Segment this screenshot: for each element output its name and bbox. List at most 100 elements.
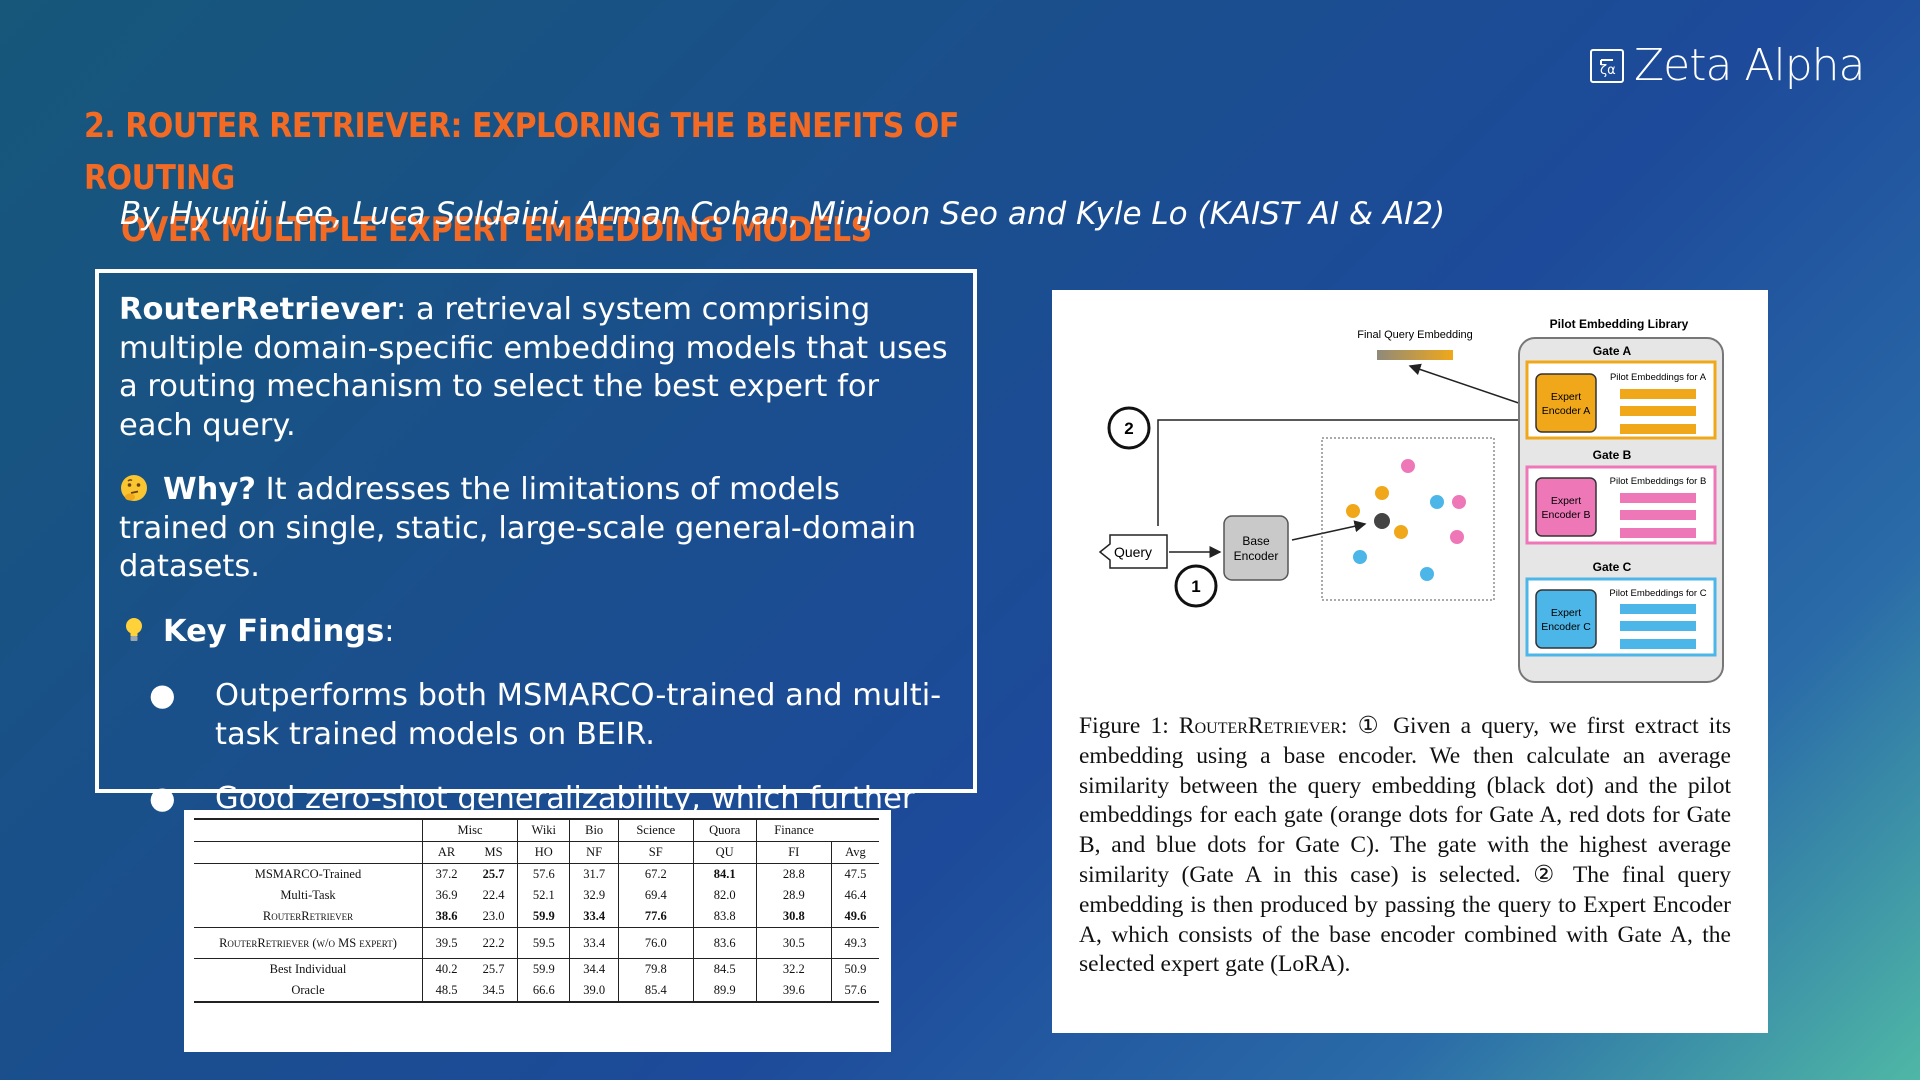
table-cell: 47.5 <box>830 863 879 885</box>
table-column-header: AR MS HO NF SF QU FI Avg <box>194 841 879 864</box>
table-cell: 30.5 <box>755 927 832 959</box>
expert-label: Encoder A <box>1542 405 1590 417</box>
table-cell: 32.2 <box>755 958 832 980</box>
table-cell: 57.6 <box>830 980 879 1003</box>
table-cell: 31.7 <box>569 863 619 885</box>
step-2-number: 2 <box>1124 419 1133 438</box>
title-line-1: 2. ROUTER RETRIEVER: EXPLORING THE BENEF… <box>84 106 959 198</box>
table-cell: 34.5 <box>470 980 518 1003</box>
gate-b-label: Gate B <box>1593 448 1632 462</box>
caption-text: Given a query, we first extract its embe… <box>1079 713 1732 888</box>
table-row: MSMARCO-Trained 37.2 25.7 57.6 31.7 67.2… <box>194 863 879 885</box>
findings-label: Key Findings <box>163 613 385 649</box>
table-cell: 33.4 <box>569 906 619 928</box>
table-cell: 76.0 <box>617 927 694 959</box>
table-cell: 89.9 <box>692 980 757 1003</box>
group-header: Misc <box>421 818 518 842</box>
group-header: Finance <box>755 818 832 842</box>
table-cell: 84.1 <box>692 863 757 885</box>
expert-encoder-c <box>1535 589 1597 649</box>
pilot-label: Pilot Embeddings for A <box>1610 372 1707 383</box>
table-row: RouterRetriever 38.6 23.0 59.9 33.4 77.6… <box>194 906 879 928</box>
table-row: RouterRetriever (w/o MS expert) 39.5 22.… <box>194 927 879 959</box>
query-box <box>1098 534 1168 569</box>
table-cell: 83.8 <box>692 906 757 928</box>
svg-text:ζα: ζα <box>1600 63 1616 78</box>
table-cell: 34.4 <box>569 958 619 980</box>
column-header: FI <box>755 841 832 864</box>
zeta-alpha-logo-icon: ζα <box>1590 48 1624 83</box>
row-label: Oracle <box>194 980 423 1003</box>
query-label: Query <box>1114 544 1152 560</box>
table-cell: 67.2 <box>617 863 694 885</box>
pilot-label: Pilot Embeddings for C <box>1609 588 1706 599</box>
column-header: SF <box>617 841 694 864</box>
step-2-marker <box>1107 406 1151 450</box>
row-label: RouterRetriever <box>262 909 354 923</box>
table-cell: 82.0 <box>692 885 757 906</box>
slide-title: 2. ROUTER RETRIEVER: EXPLORING THE BENEF… <box>84 100 1096 256</box>
bullet-icon: ● <box>149 781 176 816</box>
step-1-number: 1 <box>1191 577 1200 596</box>
table-cell: 36.9 <box>422 885 471 906</box>
row-label: MSMARCO-Trained <box>194 863 423 885</box>
base-encoder-box <box>1223 515 1289 581</box>
table-cell: 25.7 <box>470 958 518 980</box>
expert-label: Encoder B <box>1541 509 1590 521</box>
table-row: Best Individual 40.2 25.7 59.9 34.4 79.8… <box>194 958 879 980</box>
table-cell: 30.8 <box>755 906 832 928</box>
expert-label: Expert <box>1551 607 1581 619</box>
table-cell: 57.6 <box>517 863 570 885</box>
caption-colon: : <box>1340 713 1358 739</box>
table-cell: 33.4 <box>569 927 619 959</box>
expert-encoder-b <box>1535 477 1597 537</box>
table-cell: 66.6 <box>517 980 570 1003</box>
final-query-embedding-label: Final Query Embedding <box>1357 329 1473 341</box>
table-cell: 46.4 <box>830 885 879 906</box>
table-cell: 59.5 <box>517 927 570 959</box>
library-title: Pilot Embedding Library <box>1550 317 1689 331</box>
table-cell: 48.5 <box>422 980 471 1003</box>
column-header: MS <box>470 841 518 864</box>
table-cell: 38.6 <box>422 906 471 928</box>
table-row: Multi-Task 36.9 22.4 52.1 32.9 69.4 82.0… <box>194 885 879 906</box>
table-cell: 37.2 <box>422 863 471 885</box>
table-cell: 22.4 <box>482 888 505 902</box>
table-cell: 39.0 <box>569 980 619 1003</box>
caption-prefix: Figure 1: <box>1079 713 1179 739</box>
list-item: ●Outperforms both MSMARCO-trained and mu… <box>119 677 953 754</box>
base-encoder-label: Encoder <box>1234 549 1279 563</box>
summary-box: RouterRetriever: a retrieval system comp… <box>95 269 977 855</box>
light-bulb-icon <box>126 617 142 641</box>
table-cell: 52.1 <box>517 885 570 906</box>
group-header: Science <box>617 818 694 842</box>
expert-label: Encoder C <box>1541 621 1591 633</box>
table-cell: 85.4 <box>617 980 694 1003</box>
table-cell: 32.9 <box>569 885 619 906</box>
table-cell: 59.9 <box>517 906 570 928</box>
column-header: HO <box>517 841 570 864</box>
findings-colon: : <box>384 613 395 649</box>
table-row: Oracle 48.5 34.5 66.6 39.0 85.4 89.9 39.… <box>194 980 879 1003</box>
figure-caption: Figure 1: RouterRetriever: ① Given a que… <box>1079 712 1731 980</box>
router-retriever-diagram: Final Query Embedding 2 Query Base Encod… <box>1098 317 1724 683</box>
thinking-face-icon <box>121 475 147 501</box>
caption-text: The final query embedding is then produc… <box>1079 861 1731 978</box>
row-label: Multi-Task <box>280 888 336 902</box>
authors-line: By Hyunji Lee, Luca Soldaini, Arman Coha… <box>120 196 1446 232</box>
column-header: QU <box>692 841 757 864</box>
expert-encoder-a <box>1535 373 1597 433</box>
caption-step-1-marker: ① <box>1357 713 1383 739</box>
table-group-header: Misc Wiki Bio Science Quora Finance <box>194 818 879 842</box>
caption-step-2-marker: ② <box>1533 861 1561 888</box>
title-line-2: OVER MULTIPLE EXPERT EMBEDDING MODELS <box>120 210 872 250</box>
column-header: Avg <box>830 841 879 864</box>
why-text: It addresses the limitations of models t… <box>119 472 917 584</box>
column-header: AR <box>422 841 471 864</box>
table-cell: 39.5 <box>422 927 471 959</box>
table-cell: 69.4 <box>617 885 694 906</box>
findings-heading: Key Findings: <box>119 613 953 652</box>
table-cell: 50.9 <box>830 958 879 980</box>
table-cell: 28.8 <box>755 863 832 885</box>
table-cell: 79.8 <box>617 958 694 980</box>
